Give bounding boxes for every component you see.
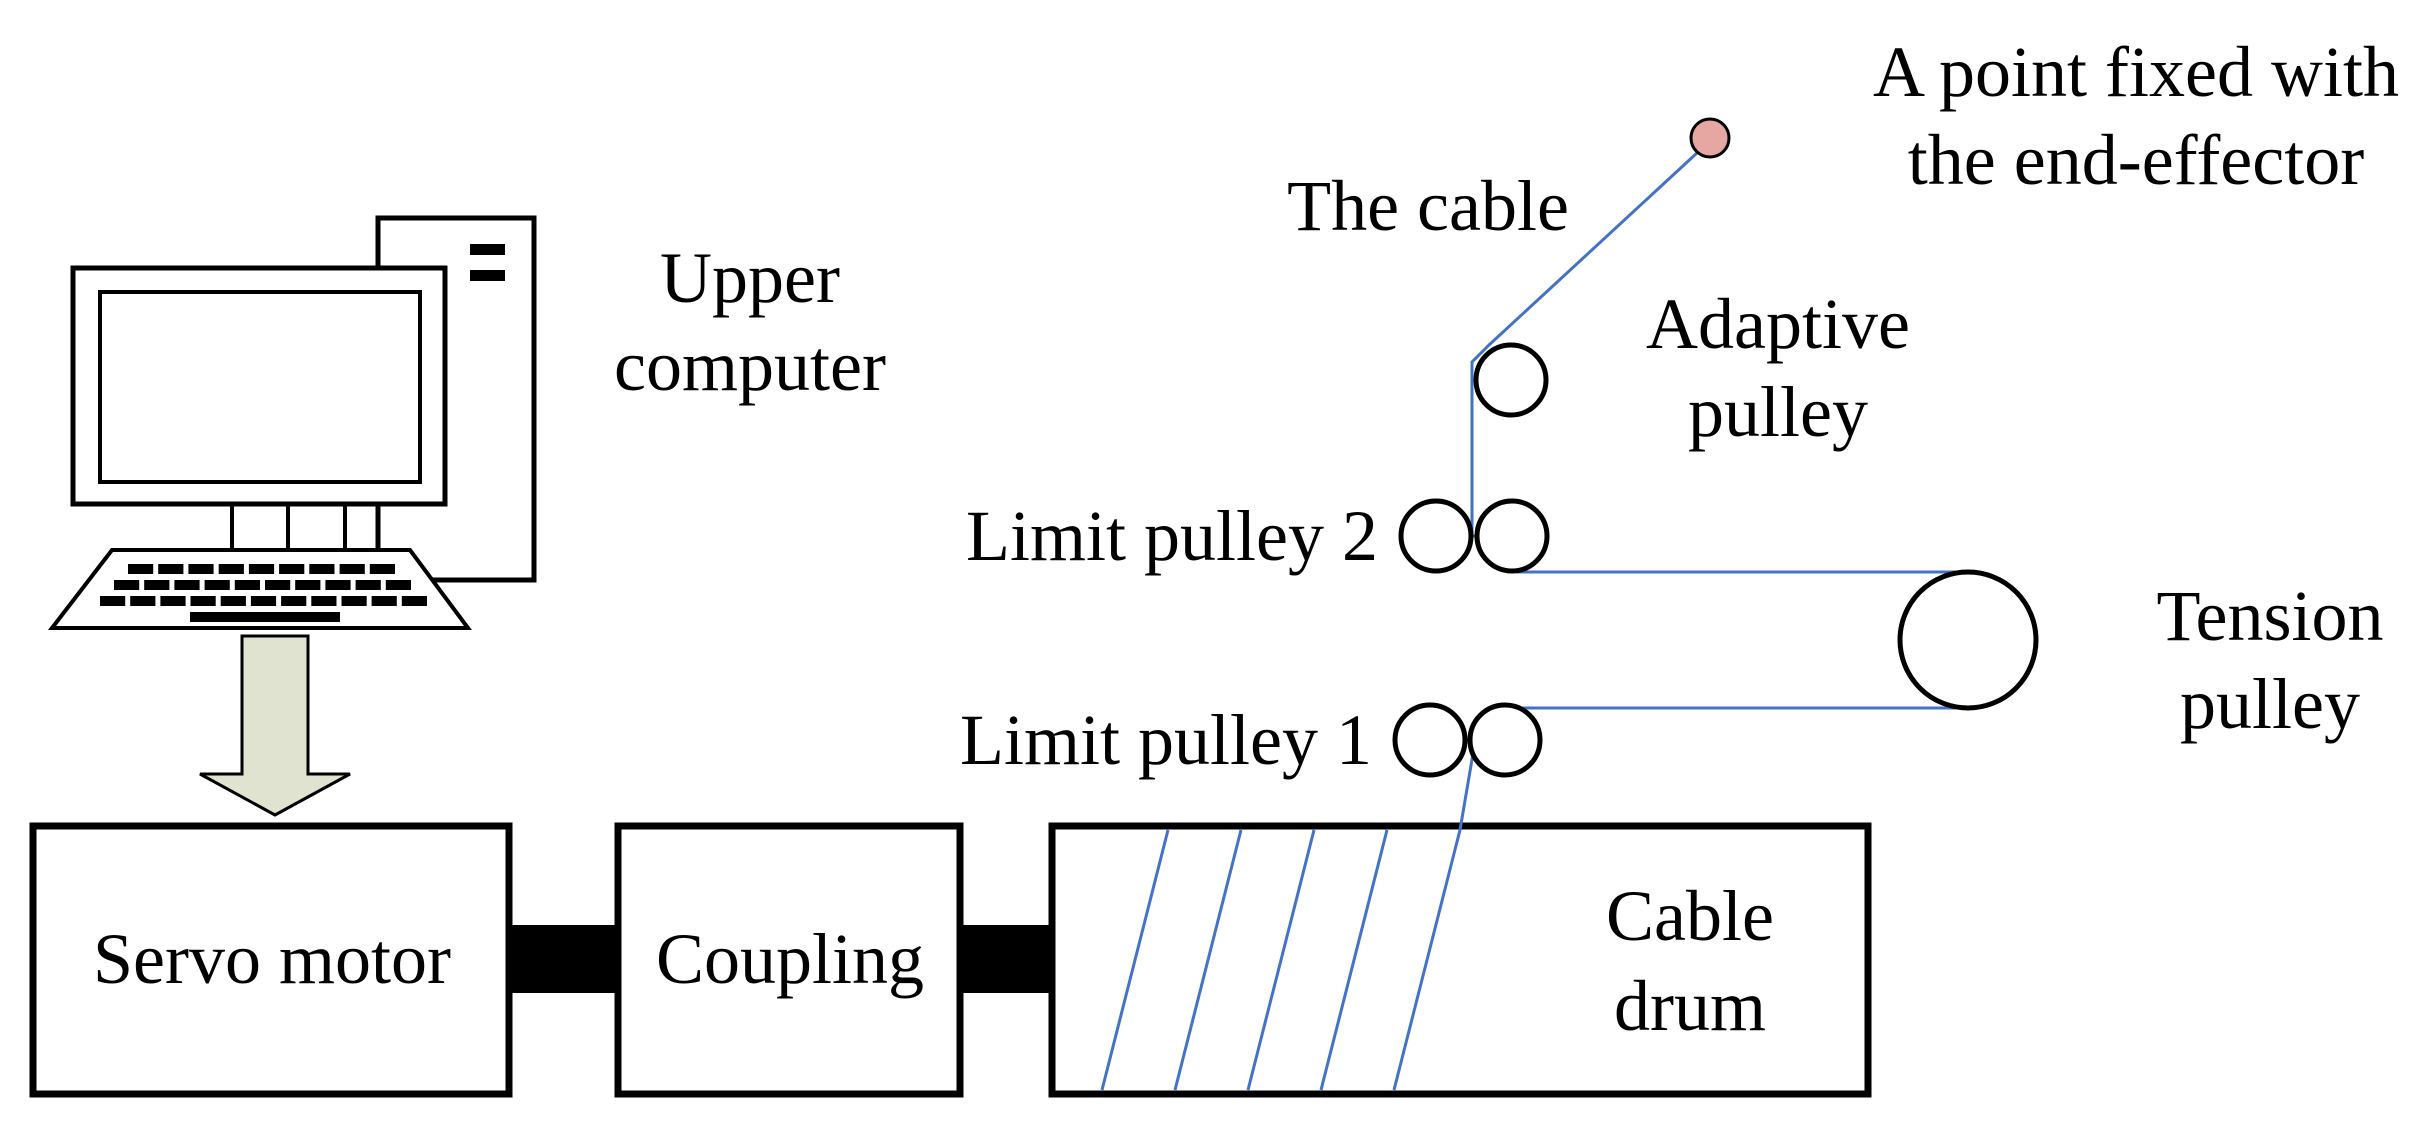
keyboard-key — [130, 596, 156, 606]
servo-motor-label: Servo motor — [93, 919, 451, 999]
motor-coupling-shaft — [506, 925, 618, 993]
monitor-screen — [98, 290, 422, 484]
keyboard-key — [114, 580, 140, 590]
keyboard-key — [144, 580, 170, 590]
tower-drive-slot-2 — [470, 270, 505, 281]
keyboard-key — [158, 564, 184, 574]
keyboard-key — [281, 596, 307, 606]
keyboard-key — [355, 580, 381, 590]
end-effector-point — [1689, 117, 1731, 159]
coupling-box — [614, 822, 964, 1098]
adaptive-pulley-label-1: Adaptive — [1646, 284, 1910, 364]
cable-drum-box — [1048, 822, 1872, 1098]
cable-drum-label-1: Cable — [1606, 876, 1774, 956]
adaptive-pulley-label-2: pulley — [1688, 372, 1868, 452]
keyboard-key — [369, 564, 395, 574]
tension-pulley-label-2: pulley — [2180, 664, 2360, 744]
servo-motor-box — [29, 822, 513, 1098]
fixed-point-label-1: A point fixed with — [1873, 32, 2399, 112]
keyboard-key — [160, 596, 186, 606]
keyboard-key — [234, 580, 260, 590]
keyboard-key — [100, 596, 126, 606]
keyboard-key — [339, 564, 365, 574]
keyboard-key — [371, 596, 397, 606]
keyboard-key — [128, 564, 154, 574]
adaptive-pulley — [1473, 342, 1549, 418]
keyboard-key — [295, 580, 321, 590]
drum-windings — [1100, 829, 1462, 1091]
keyboard-spacebar — [190, 612, 340, 622]
limit-pulley-2-right — [1474, 498, 1550, 574]
keyboard-key — [188, 564, 214, 574]
keyboard-key — [401, 596, 427, 606]
keyboard-key — [248, 564, 275, 574]
keyboard-key — [204, 580, 230, 590]
keyboard-key — [220, 596, 246, 606]
keyboard-key — [309, 564, 335, 574]
keyboard-keys — [100, 564, 427, 622]
keyboard-key — [190, 596, 216, 606]
down-arrow-icon — [199, 634, 351, 817]
limit-pulley-1-left — [1392, 702, 1468, 778]
keyboard-key — [265, 580, 291, 590]
tower-drive-slot — [470, 244, 505, 255]
limit-pulley-2-left — [1398, 498, 1474, 574]
keyboard-key — [279, 564, 305, 574]
keyboard-key — [311, 596, 337, 606]
keyboard-key — [385, 580, 411, 590]
keyboard-key — [325, 580, 351, 590]
keyboard-key — [341, 596, 367, 606]
cable-drum-label-2: drum — [1614, 966, 1766, 1046]
upper-computer-label-1: Upper — [660, 238, 840, 318]
coupling-drum-shaft — [960, 925, 1052, 993]
limit-pulley-1-label: Limit pulley 1 — [960, 700, 1372, 780]
upper-computer-label-2: computer — [614, 326, 886, 406]
coupling-label: Coupling — [656, 919, 924, 999]
cable-label: The cable — [1287, 166, 1569, 246]
limit-pulley-1-right — [1467, 702, 1543, 778]
tension-pulley — [1897, 569, 2039, 711]
keyboard-key — [174, 580, 200, 590]
limit-pulley-2-label: Limit pulley 2 — [966, 496, 1378, 576]
keyboard-key — [218, 564, 244, 574]
tension-pulley-label-1: Tension — [2157, 576, 2384, 656]
fixed-point-label-2: the end-effector — [1908, 120, 2364, 200]
desktop-computer-icon — [47, 215, 537, 630]
keyboard-key — [250, 596, 277, 606]
